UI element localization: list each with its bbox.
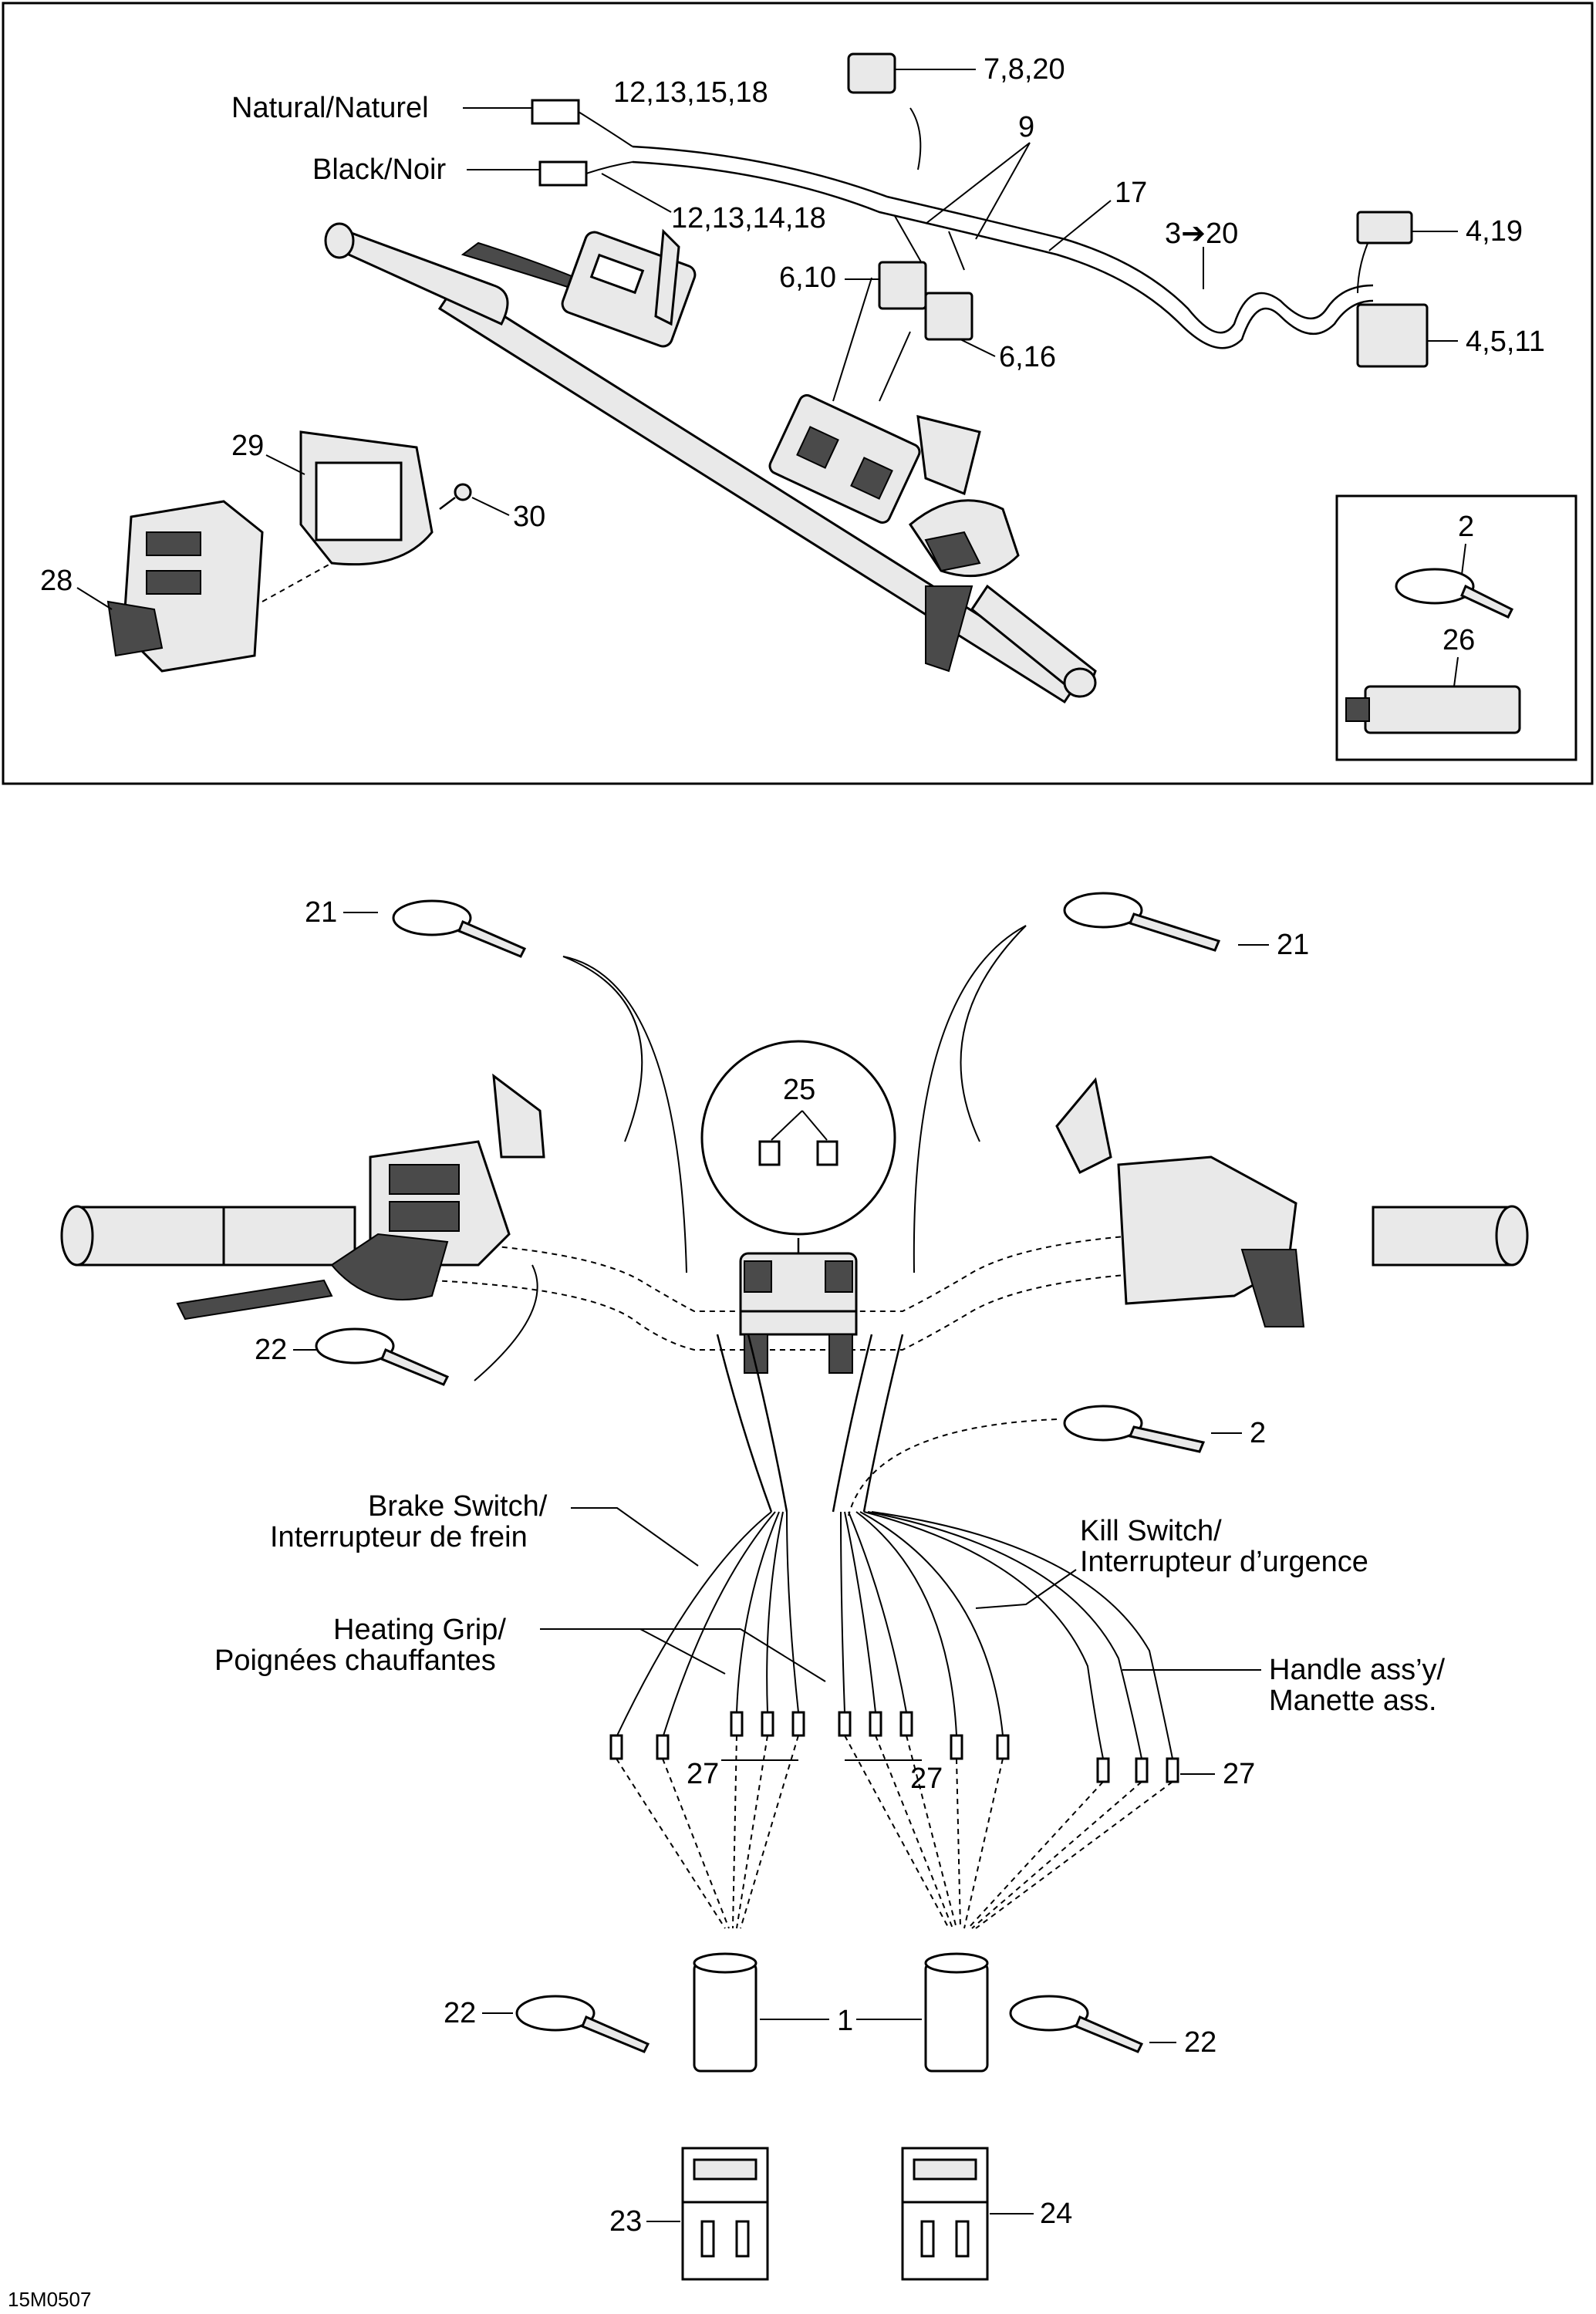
label-23: 23 <box>609 2205 642 2238</box>
label-25: 25 <box>783 1074 815 1106</box>
label-kill-switch-2: Interrupteur d’urgence <box>1080 1546 1368 1578</box>
connector-7-8-20 <box>847 52 896 94</box>
label-3-20: 3➔20 <box>1165 218 1238 250</box>
bottom-handlebar <box>431 1233 1158 1351</box>
connector-4-19 <box>1356 211 1413 245</box>
label-28: 28 <box>40 565 73 597</box>
arrow-21-right-a <box>960 925 1027 1142</box>
label-1: 1 <box>837 2005 853 2037</box>
connector-6-16 <box>924 292 973 341</box>
arrow-2 <box>848 1418 1058 1516</box>
connector-housing-23 <box>681 2147 769 2281</box>
connector-housing-24 <box>901 2147 989 2281</box>
label-9: 9 <box>1018 111 1034 143</box>
label-30: 30 <box>513 501 545 533</box>
label-24: 24 <box>1040 2198 1072 2230</box>
label-inset-26: 26 <box>1442 624 1475 656</box>
top-view-frame <box>2 2 1594 785</box>
label-6-10: 6,10 <box>779 261 836 294</box>
label-21-right: 21 <box>1277 929 1309 961</box>
label-black: Black/Noir <box>312 153 446 186</box>
grease-tube-26 <box>1345 685 1521 734</box>
screw-30 <box>439 483 472 510</box>
label-22-right: 22 <box>1184 2026 1216 2059</box>
right-grip <box>1372 1205 1529 1267</box>
label-27-b: 27 <box>910 1762 943 1795</box>
arrow-21-left-a <box>562 956 643 1142</box>
label-27-a: 27 <box>687 1758 719 1790</box>
label-inset-2: 2 <box>1458 511 1474 543</box>
label-21-left: 21 <box>305 896 337 929</box>
switch-housing-cover <box>299 430 434 566</box>
label-brake-switch-1: Brake Switch/ <box>368 1490 548 1523</box>
cable-tie-2-bottom <box>1063 1405 1206 1453</box>
label-7-8-20: 7,8,20 <box>984 53 1065 86</box>
label-heating-grip-2: Poignées chauffantes <box>214 1644 496 1677</box>
callout-circle-25 <box>700 1040 896 1236</box>
sleeve-right <box>924 1952 989 2073</box>
label-6-16: 6,16 <box>999 341 1056 373</box>
wire-bundles <box>616 1334 1173 1759</box>
cable-tie-22-left <box>515 1995 650 2053</box>
connector-natural <box>531 99 580 125</box>
top-wiring-harness <box>632 107 1374 402</box>
cable-tie-21-right <box>1063 892 1221 952</box>
cable-tie-21-left <box>392 899 527 958</box>
diagram-code: 15M0507 <box>8 2288 91 2311</box>
cable-tie-inset <box>1395 568 1514 619</box>
connector-6-10 <box>878 261 927 310</box>
label-kill-switch-1: Kill Switch/ <box>1080 1515 1222 1547</box>
left-switch-housing <box>330 1073 545 1300</box>
switch-housing-28 <box>106 500 264 673</box>
label-17: 17 <box>1115 177 1147 209</box>
label-handle-assy-1: Handle ass’y/ <box>1269 1654 1446 1686</box>
arrow-21-right-b <box>913 925 1027 1273</box>
module-4-5-11 <box>1356 303 1429 368</box>
dashed-connections <box>616 1735 1173 1929</box>
label-handle-assy-2: Manette ass. <box>1269 1685 1437 1717</box>
label-27-c: 27 <box>1223 1758 1255 1790</box>
label-natural: Natural/Naturel <box>231 92 429 124</box>
cable-tie-22-right <box>1009 1995 1144 2053</box>
label-brake-switch-2: Interrupteur de frein <box>270 1521 528 1553</box>
right-throttle-housing <box>1055 1077 1305 1327</box>
riser-clamp <box>739 1238 858 1374</box>
arrow-21-left-b <box>562 956 687 1273</box>
label-29: 29 <box>231 430 264 462</box>
label-22-upper: 22 <box>255 1334 287 1366</box>
left-grip <box>60 1205 356 1321</box>
connector-black <box>538 160 588 187</box>
label-heating-grip-1: Heating Grip/ <box>333 1614 506 1646</box>
inset-frame <box>1335 494 1577 761</box>
label-22-left: 22 <box>444 1997 476 2029</box>
arrow-22-upper <box>474 1264 538 1381</box>
label-2: 2 <box>1250 1417 1266 1449</box>
label-4-5-11: 4,5,11 <box>1466 326 1545 358</box>
label-12-13-14-18: 12,13,14,18 <box>671 202 826 234</box>
label-4-19: 4,19 <box>1466 215 1523 248</box>
label-12-13-15-18: 12,13,15,18 <box>613 76 768 109</box>
cable-tie-22-upper <box>315 1327 450 1386</box>
top-handlebar <box>324 222 1097 704</box>
sleeve-left <box>693 1952 758 2073</box>
